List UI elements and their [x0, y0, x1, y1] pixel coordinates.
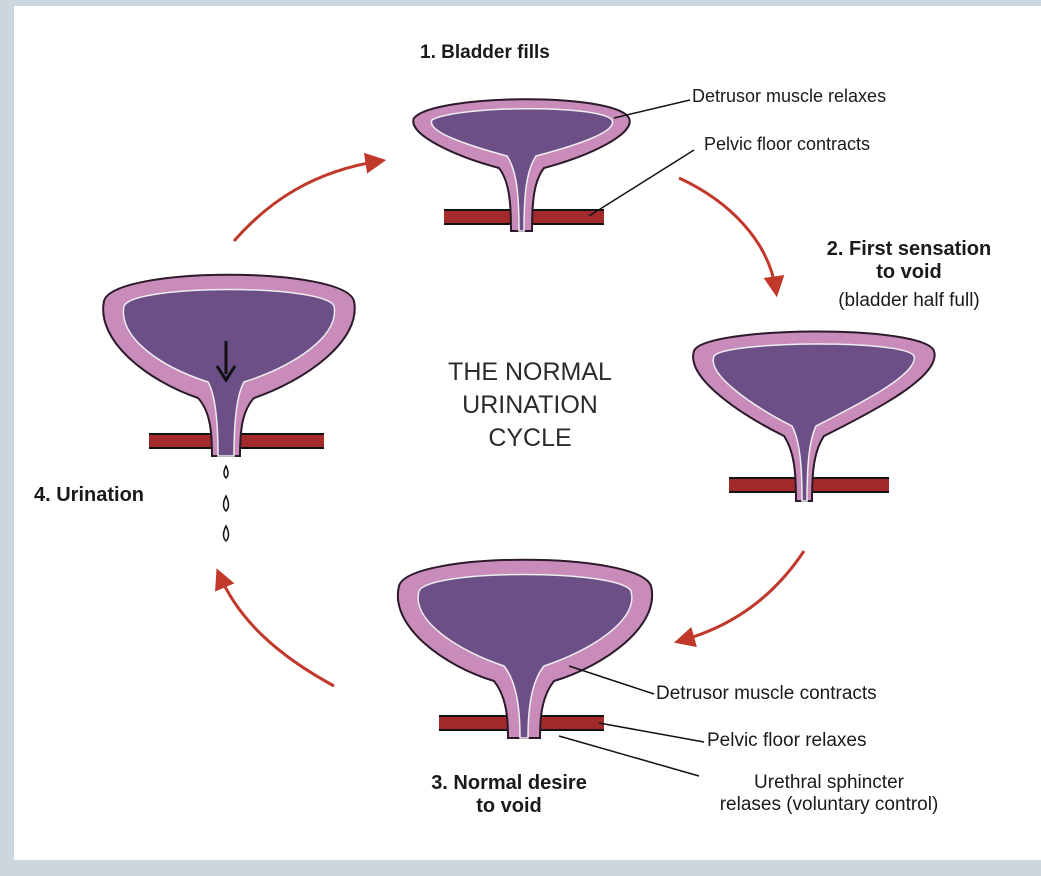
- leader-detrusor-contracts: [569, 666, 654, 694]
- stage-3-title-line1: 3. Normal desire: [389, 772, 629, 795]
- bladder-stage-2: [693, 331, 935, 501]
- leader-sphincter: [559, 736, 699, 776]
- center-title-line2: URINATION: [404, 389, 656, 422]
- center-title-line1: THE NORMAL: [404, 356, 656, 389]
- droplet-icon: [224, 526, 229, 541]
- leader-detrusor-relaxes: [614, 100, 690, 118]
- callout-sphincter-line2: relases (voluntary control): [654, 794, 1004, 816]
- stage-1-title: 1. Bladder fills: [420, 42, 550, 64]
- stage-2-title: 2. First sensation to void: [784, 238, 1034, 284]
- stage-3-title: 3. Normal desire to void: [389, 772, 629, 818]
- droplet-icon: [224, 496, 229, 511]
- cycle-arrow-1-to-2: [679, 178, 776, 291]
- center-title: THE NORMAL URINATION CYCLE: [404, 356, 656, 455]
- callout-detrusor-relaxes: Detrusor muscle relaxes: [692, 86, 886, 107]
- callout-detrusor-contracts: Detrusor muscle contracts: [656, 683, 877, 705]
- leader-pelvic-relaxes: [599, 723, 704, 742]
- stage-2-title-line2: to void: [784, 261, 1034, 284]
- cycle-arrow-3-to-4: [219, 574, 334, 686]
- stage-4-title: 4. Urination: [34, 484, 144, 507]
- callout-pelvic-contracts: Pelvic floor contracts: [704, 134, 870, 155]
- callout-sphincter: Urethral sphincter relases (voluntary co…: [654, 772, 1004, 816]
- stage-2-title-line1: 2. First sensation: [784, 238, 1034, 261]
- diagram-canvas: 1. Bladder fills Detrusor muscle relaxes…: [14, 0, 1041, 860]
- cycle-arrow-4-to-1: [234, 161, 380, 241]
- bladder-stage-3: [398, 560, 652, 738]
- callout-pelvic-relaxes: Pelvic floor relaxes: [707, 730, 866, 752]
- callout-sphincter-line1: Urethral sphincter: [654, 772, 1004, 794]
- center-title-line3: CYCLE: [404, 422, 656, 455]
- droplet-icon: [224, 466, 228, 478]
- leader-pelvic-contracts: [589, 150, 694, 216]
- stage-2-note: (bladder half full): [784, 290, 1034, 312]
- cycle-arrow-2-to-3: [680, 551, 804, 641]
- stage-3-title-line2: to void: [389, 795, 629, 818]
